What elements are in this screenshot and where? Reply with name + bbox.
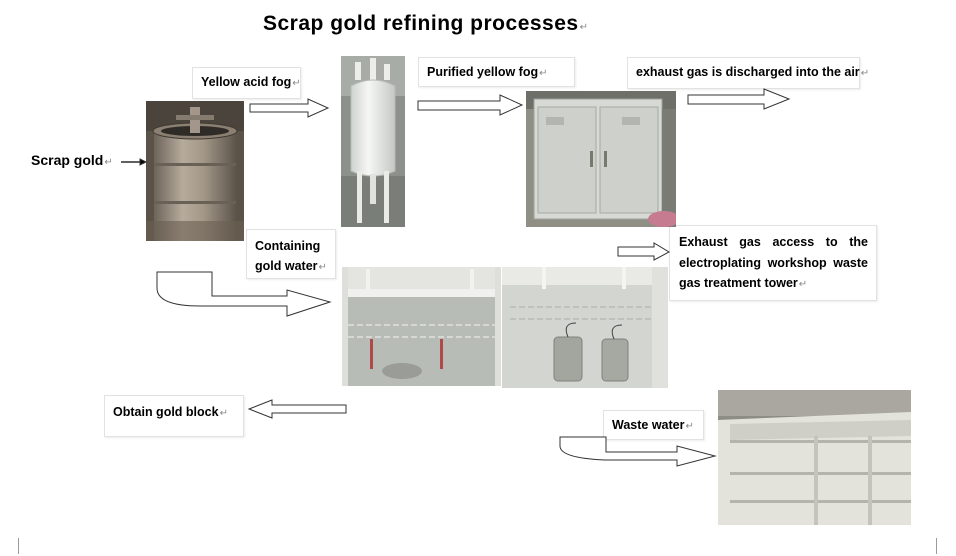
yellow-acid-fog-label: Yellow acid fog↵ [192,67,301,99]
acid-fog-tower-photo [341,56,405,227]
arrow-waste-water [559,436,717,467]
exhaust-discharged-label: exhaust gas is discharged into the air↵ [627,57,869,89]
arrow-obtain-gold-block [247,399,347,419]
purified-yellow-fog-label: Purified yellow fog↵ [418,57,575,87]
scrap-gold-text: Scrap gold [31,152,104,168]
obtain-gold-block-label: Obtain gold block↵ [104,395,244,437]
fume-hood-left-photo [342,267,501,386]
page-corner-mark-left [10,538,19,554]
page-corner-mark-right [936,538,945,554]
paragraph-mark: ↵ [798,279,808,290]
obtain-gold-block-text: Obtain gold block [113,405,219,419]
page-title: Scrap gold refining processes↵ [263,12,588,36]
containing-gold-water-text: Containing gold water [255,239,321,273]
arrow-exhaust-to-air [687,88,791,110]
waste-water-label: Waste water↵ [603,410,704,440]
exhaust-access-label: Exhaust gas access to the electroplating… [669,225,877,301]
paragraph-mark: ↵ [685,421,694,432]
waste-water-tank-photo [718,390,911,525]
containing-gold-water-label: Containing gold water↵ [246,229,336,279]
exhaust-discharged-text: exhaust gas is discharged into the air [636,65,860,79]
paragraph-mark: ↵ [219,408,228,419]
paragraph-mark: ↵ [318,262,327,273]
fume-hood-right-photo [502,267,668,388]
waste-water-text: Waste water [612,418,685,432]
scrap-gold-melting-pot-photo [146,101,244,241]
exhaust-access-text: Exhaust gas access to the electroplating… [679,235,868,290]
title-text: Scrap gold refining processes [263,12,579,35]
arrow-containing-gold-water [156,271,332,317]
arrow-exhaust-to-tower [617,242,671,261]
arrow-purified-yellow-fog [417,94,524,116]
purification-cabinet-photo [526,91,676,227]
paragraph-mark: ↵ [579,22,589,33]
paragraph-mark: ↵ [292,78,301,89]
paragraph-mark: ↵ [539,68,548,79]
yellow-acid-fog-text: Yellow acid fog [201,75,292,89]
scrap-gold-label: Scrap gold↵ [31,152,113,168]
arrow-scrap-gold-to-pot [121,158,148,166]
arrow-yellow-acid-fog [249,98,330,118]
purified-yellow-fog-text: Purified yellow fog [427,65,539,79]
paragraph-mark: ↵ [860,68,870,79]
paragraph-mark: ↵ [104,157,113,168]
